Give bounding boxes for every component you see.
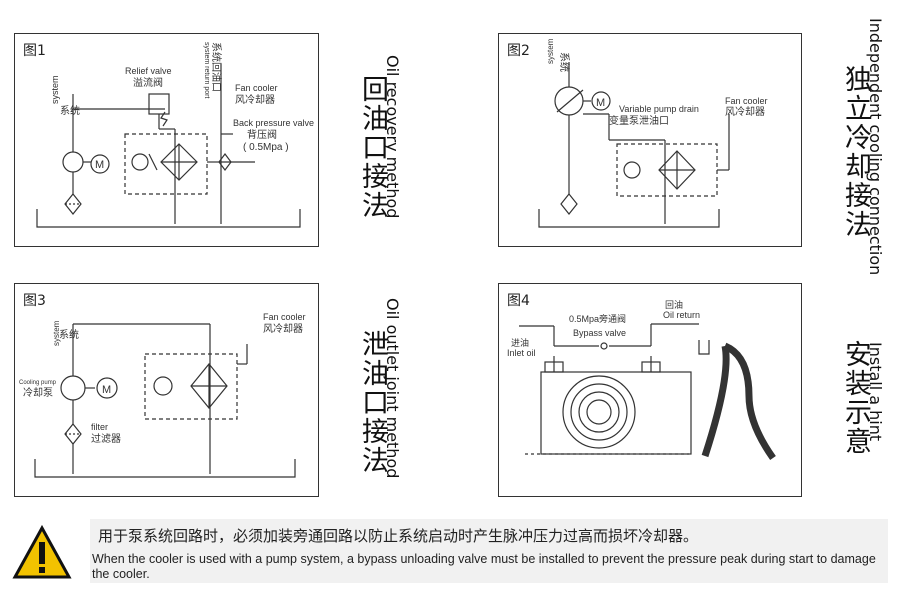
warning-text-cn: 用于泵系统回路时，必须加装旁通回路以防止系统启动时产生脉冲压力过高而损坏冷却器。: [98, 527, 699, 545]
figure-3-panel: 图3 system 系统 Cooling pump 冷却泵 filter: [14, 283, 319, 497]
system-label-en: system: [50, 75, 60, 104]
figure-2-label: 图2: [507, 43, 530, 59]
fan-cooler-label-cn: 风冷却器: [725, 105, 765, 118]
fan-cooler-label-en: Fan cooler: [725, 96, 768, 106]
inlet-oil-label-cn: 进油: [511, 337, 529, 348]
back-pressure-label-cn: 背压阀: [247, 128, 277, 141]
variable-pump-drain-label-cn: 变量泵泄油口: [609, 114, 669, 127]
warning-triangle-icon: [12, 525, 72, 579]
system-label-cn: 系统: [60, 104, 80, 117]
inlet-oil-label-en: Inlet oil: [507, 348, 536, 358]
figure-3-title-cn: 泄油口接法: [357, 330, 388, 475]
bypass-valve-label-cn: 0.5Mpa旁通阀: [569, 313, 626, 324]
figure-2-diagram: 系统 system Variable pump drain 变量泵泄油口 Fan…: [538, 38, 768, 228]
relief-valve-label-cn: 溢流阀: [133, 76, 163, 89]
system-label-en: system: [52, 320, 61, 346]
figure-4-label: 图4: [507, 293, 530, 309]
system-label-cn: 系统: [59, 328, 79, 341]
variable-pump-drain-label-en: Variable pump drain: [619, 104, 699, 114]
fan-cooler-label-cn: 风冷却器: [235, 93, 275, 106]
bypass-valve-label-en: Bypass valve: [573, 328, 626, 338]
filter-label-cn: 过滤器: [91, 432, 121, 445]
figure-1-label: 图1: [23, 43, 46, 59]
motor-symbol: M: [95, 159, 104, 171]
figure-4-title-en: Install a hint: [866, 342, 885, 442]
system-return-label-en: system return port: [203, 42, 210, 98]
figure-2-title-en: Independent cooling connection: [866, 18, 885, 276]
system-return-label-cn: 系统回油口: [210, 42, 223, 92]
back-pressure-label-en: Back pressure valve: [233, 118, 314, 128]
back-pressure-value: ( 0.5Mpa ): [243, 142, 289, 153]
figure-1-title-cn: 回油口接法: [357, 75, 388, 220]
system-label-cn: 系统: [558, 52, 571, 72]
cooling-pump-label-en: Cooling pump: [19, 380, 57, 386]
figure-1-title-en: Oil recovery method: [383, 55, 402, 219]
filter-label-en: filter: [91, 422, 108, 432]
fan-cooler-label-en: Fan cooler: [235, 83, 278, 93]
fan-cooler-label-cn: 风冷却器: [263, 322, 303, 335]
motor-symbol: M: [102, 384, 111, 396]
oil-return-label-en: Oil return: [663, 310, 700, 320]
figure-4-panel: 图4 0.5Mpa旁通阀 Bypass valve 回油 Oi: [498, 283, 802, 497]
system-label-en: system: [546, 38, 555, 64]
figure-4-diagram: 0.5Mpa旁通阀 Bypass valve 回油 Oil return 进油 …: [507, 299, 776, 461]
figure-1-panel: 图1: [14, 33, 319, 247]
warning-text-en: When the cooler is used with a pump syst…: [92, 552, 876, 581]
relief-valve-label-en: Relief valve: [125, 66, 172, 76]
figure-1-diagram: system 系统 Relief valve 溢流阀 系统回油口 system …: [36, 42, 314, 228]
figure-4-title-cn: 安装示意: [840, 340, 871, 456]
motor-symbol: M: [596, 97, 605, 109]
figure-2-title-cn: 独立冷却接法: [840, 65, 871, 239]
fan-cooler-label-en: Fan cooler: [263, 312, 306, 322]
warning-bar: [90, 519, 888, 583]
oil-return-label-cn: 回油: [665, 299, 683, 310]
figure-3-title-en: Oil outlet joint method: [383, 298, 402, 479]
figure-2-panel: 图2 系统 system Variable pump drain 变量泵泄油: [498, 33, 802, 247]
cooling-pump-label-cn: 冷却泵: [23, 386, 53, 399]
figure-3-diagram: system 系统 Cooling pump 冷却泵 filter 过滤器 Fa…: [19, 312, 306, 478]
figure-3-label: 图3: [23, 293, 46, 309]
